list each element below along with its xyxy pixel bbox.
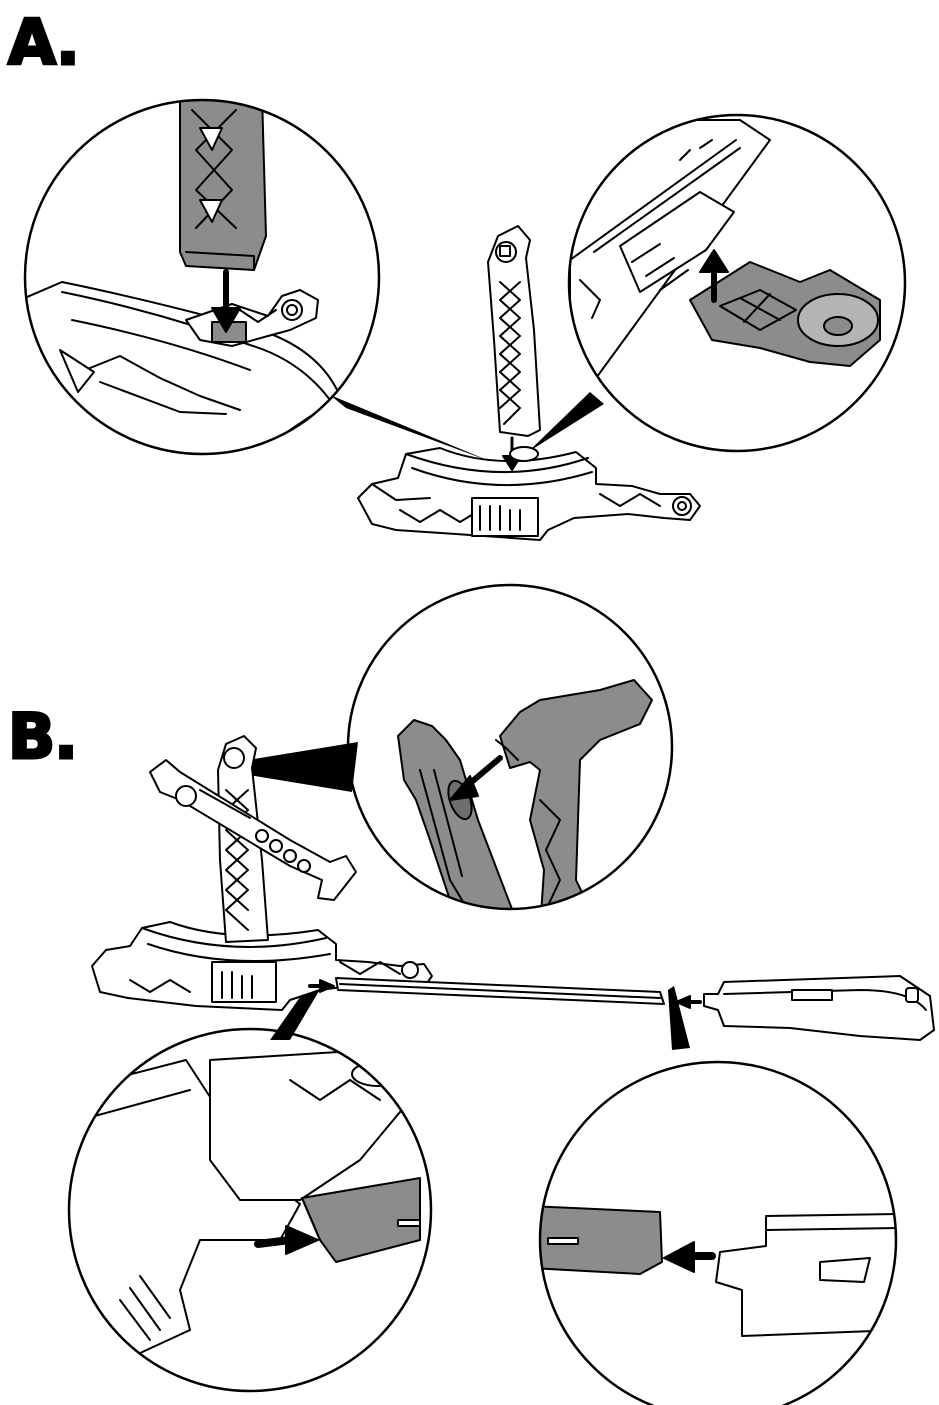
- step-a-group: [20, 95, 905, 540]
- callout-b-right: [530, 1062, 900, 1405]
- rail-section: [336, 978, 664, 1004]
- callout-a-right: [569, 115, 905, 451]
- base-assembly-a: [358, 448, 700, 540]
- step-b-group: [60, 585, 934, 1405]
- tower-column-a: [488, 226, 540, 470]
- callout-a-left: [20, 95, 379, 460]
- end-cap-piece: [704, 976, 934, 1040]
- callout-pointer-b-right: [668, 986, 690, 1050]
- arrow-left-icon: [676, 996, 700, 1008]
- callout-b-left: [60, 1029, 431, 1391]
- callout-b-top: [348, 585, 672, 930]
- callout-pointer-a-left: [330, 395, 492, 462]
